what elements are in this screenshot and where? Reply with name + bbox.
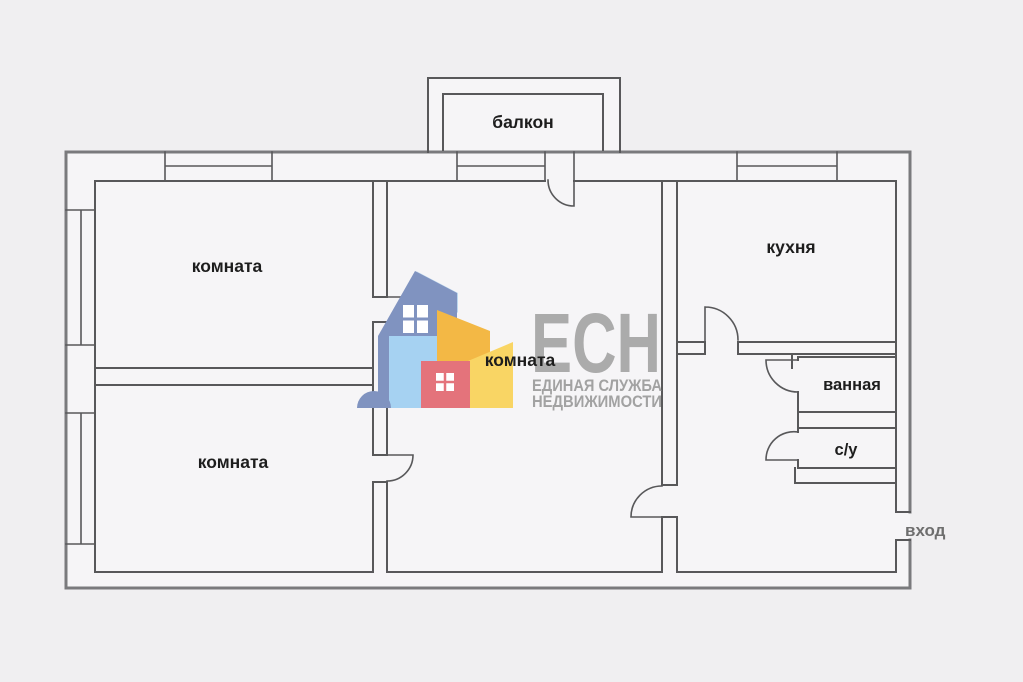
logo-tagline-1: ЕДИНАЯ СЛУЖБА: [532, 377, 662, 395]
building-window-red: [436, 373, 454, 391]
door-room-bottom-left: [386, 454, 414, 482]
door-kitchen: [704, 306, 739, 343]
outer-walls: [64, 150, 912, 590]
logo-tagline-2: НЕДВИЖИМОСТИ: [532, 393, 662, 411]
building-window-slate: [403, 305, 428, 333]
building-paleyellow: [468, 342, 513, 408]
inner-walls: [94, 180, 911, 573]
room-center-label: комната: [485, 350, 556, 370]
balcony-floor: [428, 78, 620, 152]
room-bottom-left-label: комната: [198, 452, 269, 472]
logo-buildings: [357, 271, 513, 408]
kitchen-label: кухня: [766, 237, 815, 257]
door-balcony: [547, 151, 575, 207]
logo-abbreviation: ЕСН: [531, 296, 661, 390]
entrance-label: вход: [905, 521, 946, 540]
window-kitchen: [736, 151, 838, 182]
door-room-center: [630, 485, 663, 518]
balcony-label: балкон: [492, 112, 553, 132]
window-left-upper: [65, 209, 96, 346]
bathroom-label: ванная: [823, 376, 881, 394]
window-room-top-left: [164, 151, 273, 182]
door-bathroom: [765, 359, 799, 393]
balcony-walls: [427, 77, 621, 153]
room-top-left-label: комната: [192, 256, 263, 276]
wc-label: с/у: [835, 441, 859, 459]
window-balcony: [456, 151, 546, 181]
window-left-lower: [65, 412, 96, 545]
door-wc: [765, 430, 799, 461]
building-dome: [357, 391, 391, 408]
